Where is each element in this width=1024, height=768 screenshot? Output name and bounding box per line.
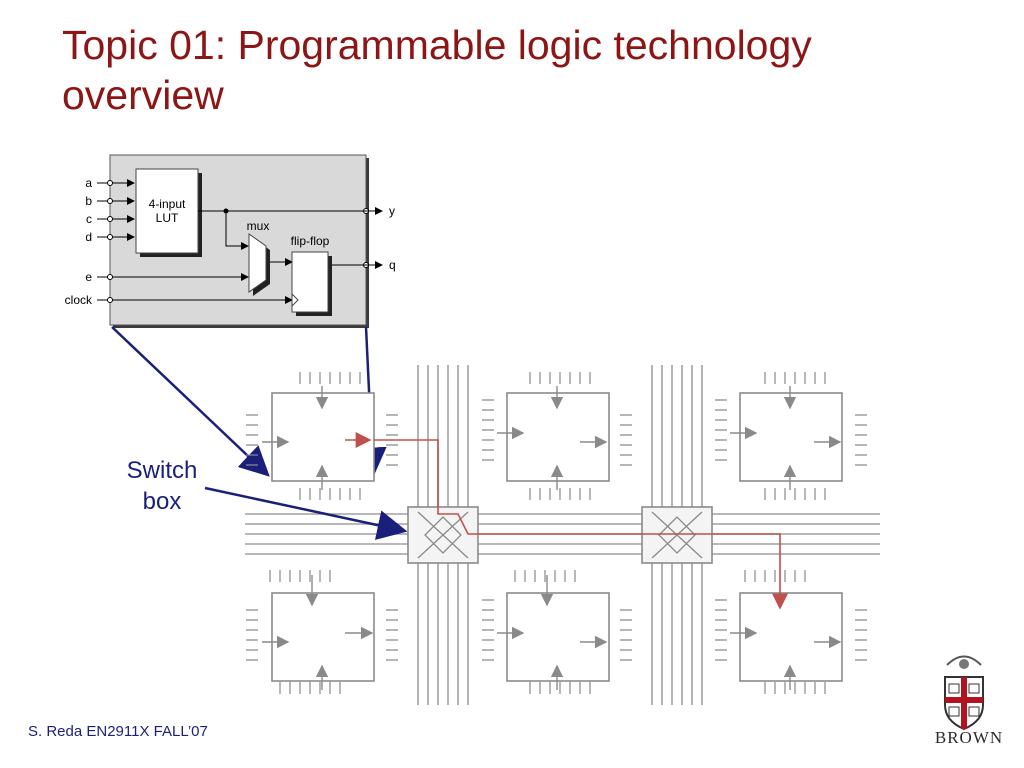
input-wires: [97, 179, 293, 304]
slide-footer: S. Reda EN2911X FALL’07: [28, 723, 208, 740]
flip-flop-label: flip-flop: [291, 234, 330, 248]
logic-block: 4-input LUT a b c d e clock: [65, 154, 396, 328]
lut-label-line-2: LUT: [156, 211, 179, 225]
output-label-y: y: [389, 204, 395, 218]
logic-block-tiles: [271, 392, 843, 682]
callout-line-1: Switch: [126, 457, 198, 484]
callout-line-2: box: [142, 488, 182, 515]
input-label-e: e: [85, 270, 92, 284]
switch-box-left: [407, 506, 479, 564]
signal-route: [345, 432, 788, 610]
switch-box-right: [641, 506, 713, 564]
mux-shape: mux: [247, 219, 270, 296]
connection-boxes: [246, 372, 867, 694]
lut-output-wires: [198, 207, 383, 269]
clock-label: clock: [65, 293, 93, 307]
input-label-d: d: [85, 230, 92, 244]
input-label-c: c: [86, 212, 92, 226]
brown-shield-icon: [944, 655, 984, 731]
lut-label-line-1: 4-input: [149, 197, 186, 211]
slide-title: Topic 01: Programmable logic technology …: [62, 22, 812, 118]
input-label-a: a: [85, 176, 92, 190]
output-label-q: q: [389, 258, 396, 272]
switch-box-callout: Switch box: [112, 455, 212, 517]
mux-label: mux: [247, 219, 270, 233]
brown-logo-wordmark: BROWN: [934, 728, 1004, 747]
flip-flop-box: flip-flop: [291, 234, 332, 316]
tile-arrows: [262, 386, 842, 690]
lut-box: 4-input LUT: [135, 168, 202, 257]
junction-dot: [223, 208, 229, 214]
switch-box-pointer: [204, 486, 408, 540]
fpga-fabric: [245, 365, 880, 705]
input-label-b: b: [85, 194, 92, 208]
